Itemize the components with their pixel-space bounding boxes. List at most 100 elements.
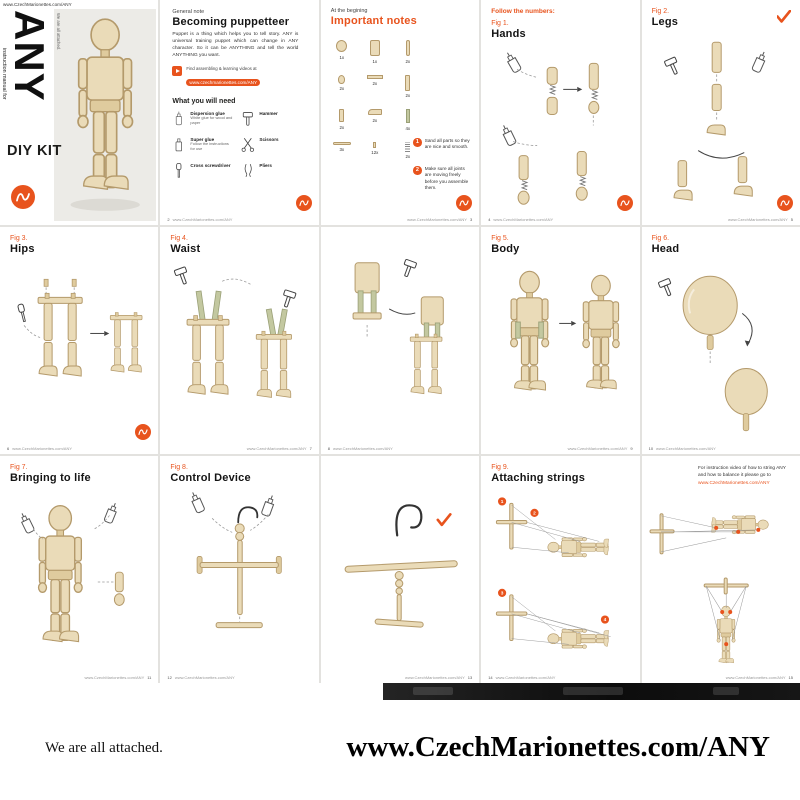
page-number: 2: [167, 217, 170, 222]
svg-text:2: 2: [533, 510, 536, 516]
video-callout: Find assembling & learning videos at www…: [172, 66, 308, 89]
part-item: 12x: [364, 141, 386, 160]
footer-url: www.CzechMarionettes.com/ANY: [404, 675, 465, 680]
fig-label: Fig 2.: [651, 8, 670, 15]
part-item: 3x: [331, 141, 353, 160]
footer-url: www.CzechMarionettes.com/ANY: [727, 217, 788, 222]
hammer-icon: [663, 56, 682, 77]
head-assembly-diagram: [646, 261, 796, 442]
part-item: 2x: [364, 74, 386, 99]
dispersion-glue-icon: [176, 111, 183, 126]
note-link[interactable]: www.CzechMarionettes.com/ANY: [697, 480, 770, 486]
fig-label: Fig 5.: [491, 235, 509, 242]
footer-url: www.CzechMarionettes.com/ANY: [567, 446, 628, 451]
pliers-icon: [245, 164, 253, 178]
bottom-photo-strip: [383, 683, 800, 700]
footer-url: www.CzechMarionettes.com/ANY: [12, 446, 73, 451]
video-note: Find assembling & learning videos at: [186, 66, 257, 72]
section-eyebrow: At the begining: [330, 8, 368, 14]
important-note-2: 2 Make sure all joints are moving freely…: [413, 166, 471, 191]
cover-subtitle: instruction manual for: [1, 48, 7, 100]
check-icon: [776, 9, 792, 23]
play-icon: [172, 66, 183, 77]
contact-footer: We are all attached. www.CzechMarionette…: [0, 700, 800, 800]
parts-inventory: 1x 1x 2x 2x 2x 2x 2x 2x 4x 3x 12x 2x: [331, 40, 431, 159]
hammer-icon: [399, 258, 418, 279]
footer-site-url[interactable]: www.CzechMarionettes.com/ANY: [346, 731, 770, 763]
tool-item: Hammer: [241, 111, 302, 127]
final-assembly-diagram: [4, 490, 154, 671]
page-cover: www.CzechMarionettes.com/ANY ANY instruc…: [0, 0, 159, 225]
stringing-overview-top: [649, 513, 768, 555]
page-number: 8: [327, 446, 331, 451]
part-item: 2x: [397, 40, 419, 64]
tools-list: Dispersion glue White glue for wood and …: [172, 111, 302, 179]
fig-label: Fig 7.: [10, 464, 28, 471]
page-title: Head: [651, 243, 680, 255]
glue-bottle-icon: [750, 49, 769, 74]
page-title: Waist: [170, 243, 201, 255]
video-url[interactable]: www.czechmarionettes.com/ANY: [186, 79, 261, 87]
page-footer: 8 www.CzechMarionettes.com/ANY: [328, 446, 393, 451]
footer-url: www.CzechMarionettes.com/ANY: [493, 217, 554, 222]
page-title: Body: [491, 243, 520, 255]
page-footer: 10 www.CzechMarionettes.com/ANY: [649, 446, 716, 451]
head-part: [336, 40, 348, 52]
screwdriver-icon: [17, 303, 28, 323]
part-item: 2x: [397, 141, 419, 159]
brand-logo: [295, 195, 312, 211]
hip-bar-part: [366, 74, 383, 79]
intro-paragraph: Puppet is a thing which helps you to tel…: [172, 32, 299, 59]
fig-label: Fig 1.: [491, 20, 509, 27]
glue-bottle-icon: [188, 490, 207, 514]
footer-url: www.CzechMarionettes.com/ANY: [333, 446, 393, 451]
page-number: 13: [467, 675, 473, 680]
page-hips: Fig 3. Hips 6 www.CzechMarionettes.: [0, 227, 159, 454]
cover-title: ANY: [6, 10, 53, 102]
fig-label: Fig 9.: [491, 464, 509, 471]
spring-part: [592, 89, 598, 100]
glue-bottle-icon: [17, 511, 36, 535]
page-title: Hips: [10, 243, 35, 255]
hammer-icon: [243, 112, 254, 127]
fig-label: Fig 3.: [10, 235, 28, 242]
scissors-icon: [241, 138, 255, 153]
note-number: 1: [413, 138, 422, 147]
strip-highlight: [563, 687, 623, 695]
marionette-photo: [70, 9, 140, 211]
brand-logo: [456, 195, 473, 211]
note-number: 2: [413, 166, 422, 175]
page-title: Important notes: [330, 15, 417, 27]
page-legs: Fig 2. Legs ww: [641, 0, 800, 225]
page-footer: www.CzechMarionettes.com/ANY 3: [407, 217, 472, 222]
page-number: 7: [309, 446, 312, 451]
svg-text:4: 4: [604, 617, 607, 623]
stringing-step-bottom: 3 4: [496, 588, 611, 649]
body-assembly-diagram: [485, 261, 635, 442]
cover-kit-label: DIY KIT: [7, 143, 62, 159]
cover-top-url[interactable]: www.CzechMarionettes.com/ANY: [3, 2, 72, 7]
part-item: 1x: [331, 40, 353, 64]
strap-part: [405, 109, 410, 123]
page-footer: 12 www.CzechMarionettes.com/ANY: [167, 675, 234, 680]
page-title: Attaching strings: [491, 472, 586, 484]
footer-tagline: We are all attached.: [45, 740, 163, 756]
page-attaching-strings: Fig 9. Attaching strings 1 2: [481, 456, 640, 683]
stringing-diagram: 1 2 3 4: [485, 490, 635, 671]
page-footer: 4 www.CzechMarionettes.com/ANY: [488, 217, 553, 222]
super-glue-icon: [176, 138, 183, 152]
body-part: [369, 40, 380, 56]
page-number: 4: [488, 217, 491, 222]
tool-item: Dispersion glue White glue for wood and …: [172, 111, 233, 126]
shin-part: [339, 109, 345, 122]
follow-numbers-label: Follow the numbers:: [491, 8, 555, 15]
page-waist-continued: 8 www.CzechMarionettes.com/ANY: [320, 227, 480, 454]
part-item: 2x: [397, 74, 419, 98]
footer-url: www.CzechMarionettes.com/ANY: [495, 675, 556, 680]
glue-bottle-icon: [503, 50, 523, 74]
page-title: Becoming puppetteer: [172, 16, 290, 28]
foot-part: [367, 109, 382, 115]
footer-url: www.CzechMarionettes.com/ANY: [172, 217, 233, 222]
stringing-step-top: 1 2: [496, 497, 609, 557]
video-note-block: For instruction video of how to string A…: [698, 466, 792, 488]
